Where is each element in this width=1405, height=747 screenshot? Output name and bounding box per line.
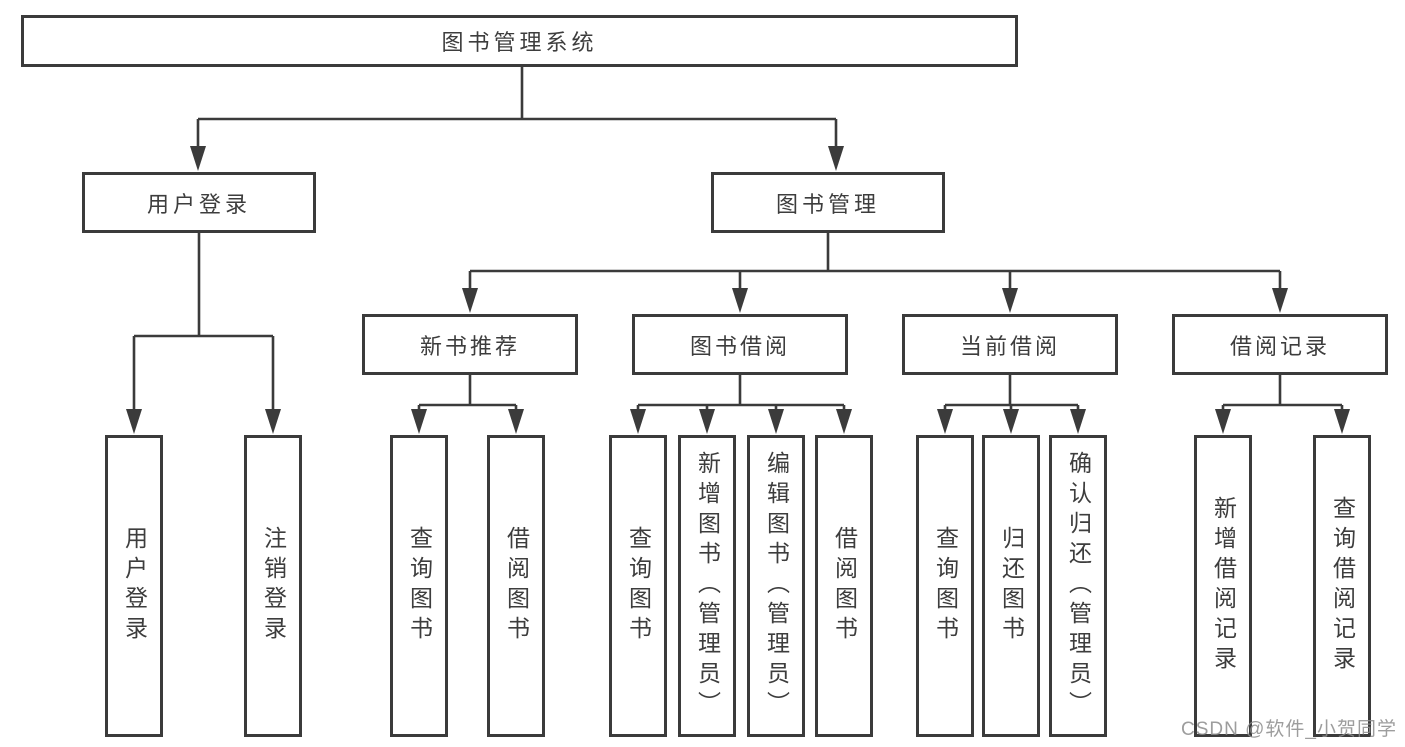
leaf-confirm-return-admin: 确认归还（管理员） (1049, 435, 1107, 737)
leaf-query-books-borrowing: 查询图书 (609, 435, 667, 737)
leaf-query-borrow-record: 查询借阅记录 (1313, 435, 1371, 737)
leaf-return-books: 归还图书 (982, 435, 1040, 737)
arrowhead (768, 409, 784, 434)
arrowhead (190, 146, 206, 171)
arrowhead (1003, 409, 1019, 434)
node-book-borrowing: 图书借阅 (632, 314, 848, 375)
leaf-user-login: 用户登录 (105, 435, 163, 737)
leaf-edit-books-admin: 编辑图书（管理员） (747, 435, 805, 737)
arrowhead (411, 409, 427, 434)
arrowhead (937, 409, 953, 434)
arrowhead (1070, 409, 1086, 434)
node-borrowing-records: 借阅记录 (1172, 314, 1388, 375)
node-user-login: 用户登录 (82, 172, 316, 233)
arrowhead (630, 409, 646, 434)
arrowhead (732, 288, 748, 313)
arrowhead (1002, 288, 1018, 313)
arrowhead (699, 409, 715, 434)
leaf-add-books-admin: 新增图书（管理员） (678, 435, 736, 737)
arrowhead (462, 288, 478, 313)
node-book-management: 图书管理 (711, 172, 945, 233)
node-new-book-recommendation: 新书推荐 (362, 314, 578, 375)
arrowhead (1215, 409, 1231, 434)
leaf-query-books-current: 查询图书 (916, 435, 974, 737)
arrowheads (126, 146, 1350, 434)
leaf-borrow-books-recommend: 借阅图书 (487, 435, 545, 737)
arrowhead (828, 146, 844, 171)
arrowhead (508, 409, 524, 434)
leaf-borrow-books: 借阅图书 (815, 435, 873, 737)
node-current-borrowing: 当前借阅 (902, 314, 1118, 375)
leaf-add-borrow-record: 新增借阅记录 (1194, 435, 1252, 737)
arrowhead (1272, 288, 1288, 313)
csdn-watermark: CSDN @软件_小贺同学 (1181, 719, 1397, 740)
leaf-query-books-recommend: 查询图书 (390, 435, 448, 737)
arrowhead (126, 409, 142, 434)
leaf-logout: 注销登录 (244, 435, 302, 737)
node-library-system: 图书管理系统 (21, 15, 1018, 67)
arrowhead (836, 409, 852, 434)
arrowhead (1334, 409, 1350, 434)
arrowhead (265, 409, 281, 434)
